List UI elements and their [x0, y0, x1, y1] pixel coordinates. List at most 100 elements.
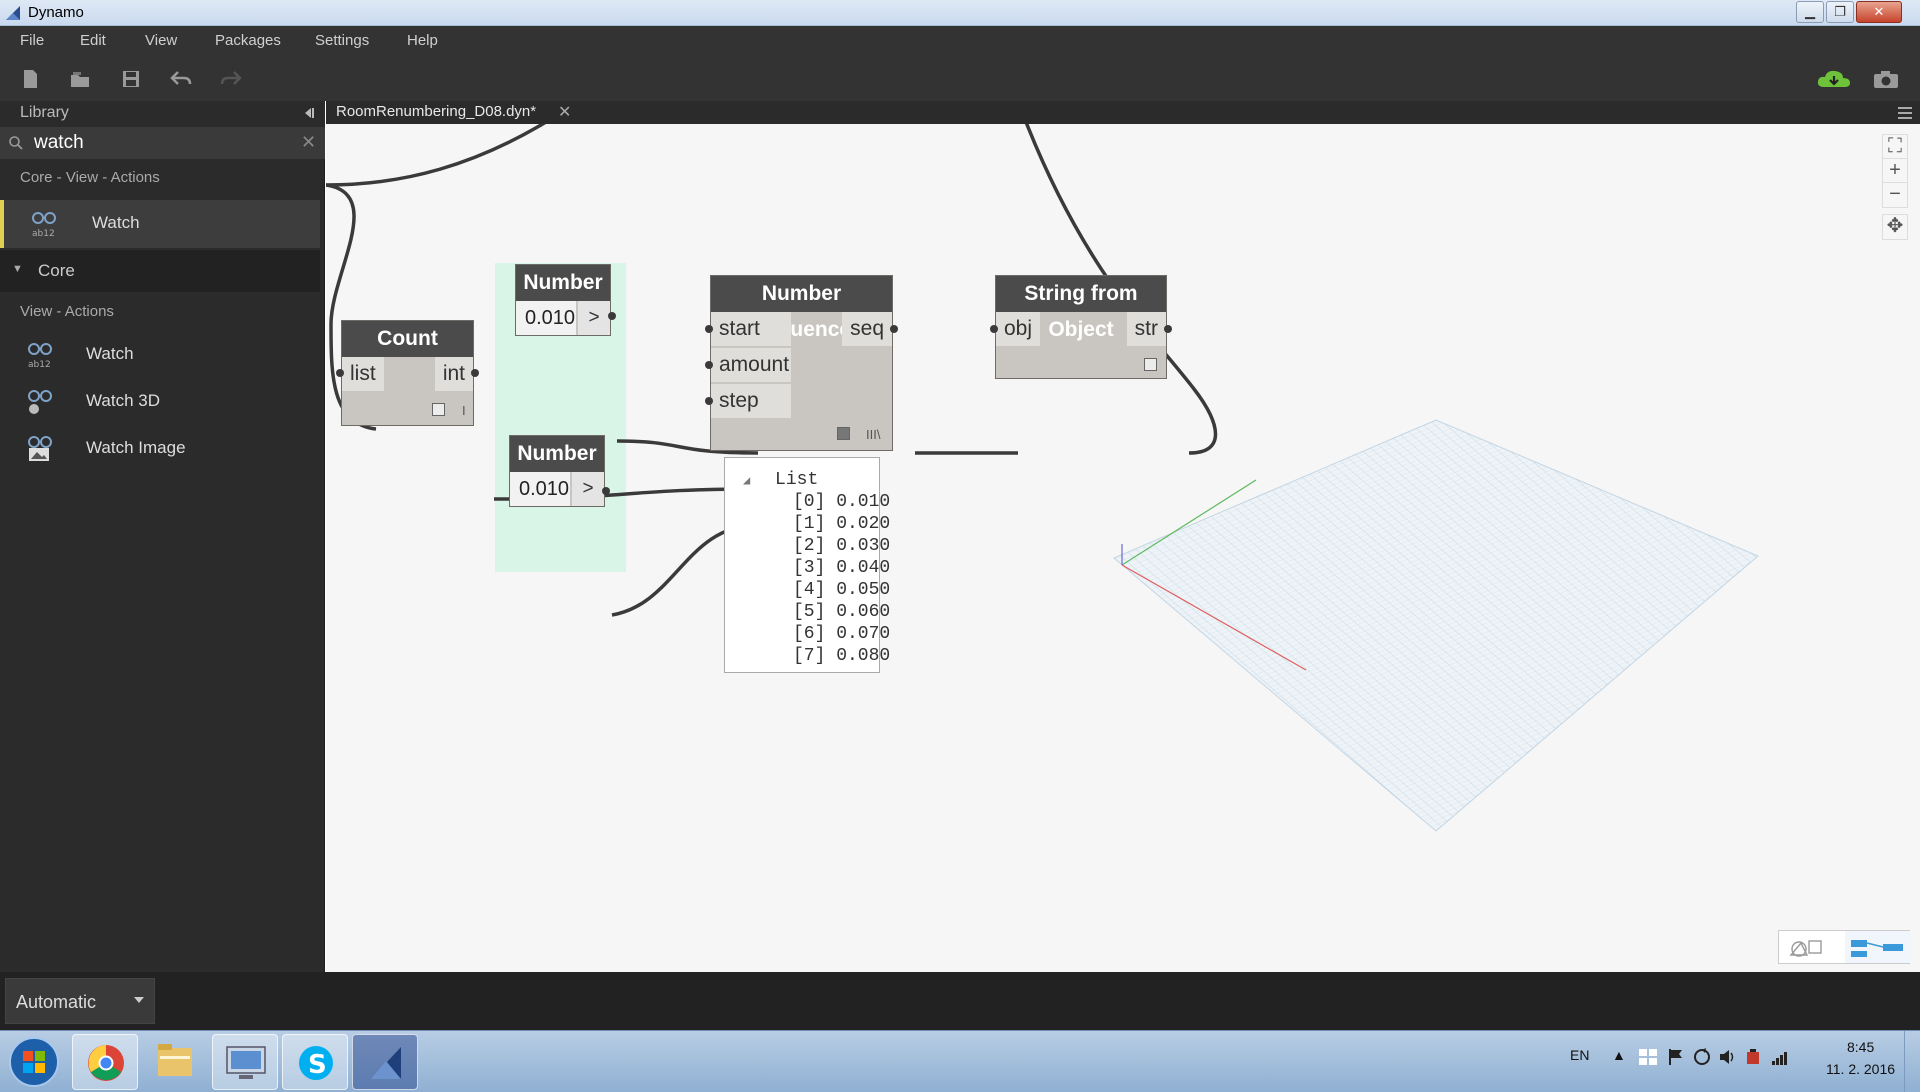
hamburger-menu-icon[interactable]	[1898, 107, 1912, 119]
run-mode-dropdown[interactable]: Automatic	[5, 978, 155, 1024]
redo-icon[interactable]	[219, 67, 243, 91]
input-port-amount[interactable]: amount	[711, 348, 791, 382]
zoom-in-button[interactable]: +	[1882, 158, 1908, 184]
number-slider-button[interactable]: >	[578, 301, 610, 335]
list-item: [1] 0.020	[793, 514, 891, 534]
port-dot	[1164, 325, 1172, 333]
menu-bar: File Edit View Packages Settings Help	[0, 26, 1920, 57]
library-search-input[interactable]	[34, 130, 294, 156]
library-search: ✕	[0, 127, 325, 159]
volume-icon[interactable]	[1718, 1047, 1738, 1067]
node-number-2[interactable]: Number 0.010 >	[509, 435, 605, 507]
menu-packages[interactable]: Packages	[215, 32, 281, 49]
restore-button[interactable]: ❐	[1826, 1, 1854, 23]
language-indicator[interactable]: EN	[1570, 1047, 1590, 1063]
wire[interactable]	[326, 124, 547, 187]
menu-file[interactable]: File	[20, 32, 45, 49]
graph-view-button[interactable]	[1845, 931, 1911, 963]
collapse-triangle-icon[interactable]: ◢	[743, 474, 751, 488]
taskbar-remote-desktop[interactable]	[212, 1034, 278, 1090]
number-value-field[interactable]: 0.010	[516, 301, 576, 335]
taskbar-skype[interactable]: S	[282, 1034, 348, 1090]
input-port-list[interactable]: list	[342, 357, 384, 391]
library-item-watch[interactable]: ab12 Watch	[0, 331, 320, 379]
tab-strip: RoomRenumbering_D08.dyn* ✕	[326, 101, 1920, 124]
preview-checkbox[interactable]	[432, 403, 445, 416]
svg-text:ab12: ab12	[32, 229, 55, 238]
taskbar-chrome[interactable]	[72, 1034, 138, 1090]
port-dot	[705, 397, 713, 405]
y-axis-line	[1121, 479, 1257, 566]
pan-button[interactable]: ✥	[1882, 214, 1908, 240]
library-item-watch-3d[interactable]: Watch 3D	[0, 378, 320, 426]
number-slider-button[interactable]: >	[572, 472, 604, 506]
menu-view[interactable]: View	[145, 32, 178, 49]
port-dot	[990, 325, 998, 333]
taskbar-file-explorer[interactable]	[142, 1034, 208, 1090]
revit-icon	[371, 1047, 401, 1079]
node-count[interactable]: Count list int I	[341, 320, 474, 426]
list-root-label: ◢ List	[743, 470, 819, 490]
geometry-view-button[interactable]	[1779, 931, 1845, 963]
workspace-canvas[interactable]: Count list int I Number 0.010 > Number 0…	[326, 124, 1920, 972]
library-item-label: Watch	[86, 344, 134, 363]
tab-close-icon[interactable]: ✕	[558, 104, 572, 121]
library-section-core[interactable]: ▼ Core	[0, 250, 320, 292]
node-preview-list[interactable]: ◢ List [0] 0.010 [1] 0.020 [2] 0.030 [3]…	[724, 457, 890, 673]
open-file-icon[interactable]	[68, 67, 92, 91]
battery-warning-icon[interactable]	[1744, 1047, 1764, 1067]
menu-help[interactable]: Help	[407, 32, 438, 49]
menu-edit[interactable]: Edit	[80, 32, 106, 49]
sync-icon[interactable]	[1692, 1047, 1712, 1067]
flag-icon[interactable]	[1666, 1047, 1686, 1067]
grid-lines	[1114, 420, 1758, 831]
action-center-icon[interactable]	[1638, 1048, 1658, 1066]
show-hidden-icons-icon[interactable]: ▲	[1612, 1047, 1626, 1063]
cloud-download-icon[interactable]	[1816, 67, 1852, 91]
library-item-watch-image[interactable]: Watch Image	[0, 425, 320, 473]
network-signal-icon[interactable]	[1770, 1047, 1790, 1067]
input-port-start[interactable]: start	[711, 312, 791, 346]
list-item: [7] 0.080	[793, 646, 891, 666]
port-dot	[336, 369, 344, 377]
camera-icon[interactable]	[1872, 67, 1900, 91]
taskbar-revit[interactable]	[352, 1034, 418, 1090]
wire[interactable]	[616, 439, 759, 455]
collapse-library-icon[interactable]	[302, 106, 316, 120]
library-header: Library	[0, 101, 325, 127]
node-number-sequence[interactable]: Number Sequence start amount step seq II…	[710, 275, 893, 451]
clock-date[interactable]: 11. 2. 2016	[1826, 1061, 1896, 1077]
input-port-obj[interactable]: obj	[996, 312, 1041, 346]
start-orb-icon[interactable]	[8, 1036, 60, 1088]
output-port-int[interactable]: int	[434, 357, 473, 391]
search-result-watch[interactable]: ab12 Watch	[0, 200, 320, 248]
preview-checkbox[interactable]	[1144, 358, 1157, 371]
number-value-field[interactable]: 0.010	[510, 472, 570, 506]
preview-checkbox[interactable]	[837, 427, 850, 440]
zoom-out-button[interactable]: −	[1882, 182, 1908, 208]
new-file-icon[interactable]	[18, 67, 42, 91]
toolbar	[0, 57, 1920, 101]
wire[interactable]	[1024, 124, 1218, 455]
node-number-1[interactable]: Number 0.010 >	[515, 264, 611, 336]
node-string-from-object[interactable]: String from Object obj str	[995, 275, 1167, 379]
background-3d-grid	[1113, 419, 1759, 832]
close-button[interactable]: ✕	[1856, 1, 1902, 23]
output-port-str[interactable]: str	[1126, 312, 1166, 346]
show-desktop-button[interactable]	[1904, 1031, 1920, 1092]
save-icon[interactable]	[119, 67, 143, 91]
undo-icon[interactable]	[169, 67, 193, 91]
input-port-step[interactable]: step	[711, 384, 791, 418]
lacing-indicator: I	[462, 403, 466, 418]
node-title: String from Object	[996, 276, 1166, 341]
clock-time[interactable]: 8:45	[1847, 1039, 1875, 1055]
list-item: [2] 0.030	[793, 536, 891, 556]
output-port-seq[interactable]: seq	[842, 312, 892, 346]
tab-roomrenumbering[interactable]: RoomRenumbering_D08.dyn* ✕	[326, 101, 576, 124]
menu-settings[interactable]: Settings	[315, 32, 370, 49]
watch-3d-icon	[28, 390, 52, 414]
minimize-button[interactable]: ▁	[1796, 1, 1824, 23]
library-section-label: Core	[38, 261, 75, 280]
clear-search-icon[interactable]: ✕	[301, 132, 317, 152]
zoom-fit-button[interactable]: ⛶	[1882, 134, 1908, 160]
